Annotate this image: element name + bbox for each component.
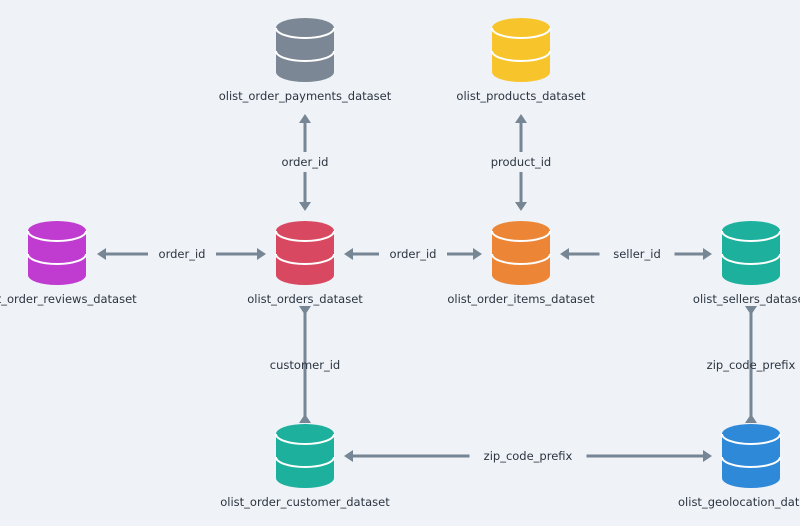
edge-order_items-sellers: seller_id	[560, 247, 712, 261]
arrow-head-icon	[515, 114, 527, 123]
node-label: olist_order_items_dataset	[447, 292, 595, 306]
database-icon	[721, 424, 781, 488]
database-icon	[721, 221, 781, 285]
edge-order_items-products: product_id	[491, 114, 551, 211]
node-label: olist_geolocation_dataset	[678, 495, 800, 509]
node-products[interactable]: olist_products_dataset	[456, 18, 586, 103]
database-icon	[27, 221, 87, 285]
edge-orders-customers: customer_id	[270, 306, 340, 423]
arrow-head-icon	[745, 306, 757, 315]
node-order_items[interactable]: olist_order_items_dataset	[447, 221, 595, 306]
node-label: olist_sellers_dataset	[693, 292, 800, 306]
node-customers[interactable]: olist_order_customer_dataset	[220, 424, 390, 509]
database-icon	[491, 221, 551, 285]
edge-label: product_id	[491, 155, 551, 169]
arrow-head-icon	[299, 202, 311, 211]
database-icon	[275, 424, 335, 488]
node-reviews[interactable]: olist_order_reviews_dataset	[0, 221, 137, 306]
edge-label: zip_code_prefix	[484, 449, 573, 463]
edge-label: order_id	[390, 247, 437, 261]
arrow-head-icon	[344, 248, 353, 260]
node-label: olist_order_payments_dataset	[219, 89, 392, 103]
node-label: olist_orders_dataset	[247, 292, 363, 306]
arrow-head-icon	[703, 248, 712, 260]
database-icon	[491, 18, 551, 82]
edge-label: order_id	[159, 247, 206, 261]
arrow-head-icon	[560, 248, 569, 260]
arrow-head-icon	[299, 114, 311, 123]
arrow-head-icon	[515, 202, 527, 211]
node-geolocation[interactable]: olist_geolocation_dataset	[678, 424, 800, 509]
edge-label: order_id	[282, 155, 329, 169]
database-icon	[275, 221, 335, 285]
arrow-head-icon	[97, 248, 106, 260]
node-label: olist_products_dataset	[456, 89, 586, 103]
edge-orders-payments: order_id	[282, 114, 329, 211]
edge-label: seller_id	[613, 247, 661, 261]
edge-customers-geolocation: zip_code_prefix	[344, 449, 712, 463]
arrow-head-icon	[473, 248, 482, 260]
nodes-layer: olist_order_payments_dataset olist_produc…	[0, 18, 800, 509]
node-label: olist_order_reviews_dataset	[0, 292, 137, 306]
edge-orders-order_items: order_id	[344, 247, 482, 261]
edge-reviews-orders: order_id	[97, 247, 266, 261]
node-label: olist_order_customer_dataset	[220, 495, 390, 509]
edge-sellers-geolocation: zip_code_prefix	[707, 306, 796, 423]
arrow-head-icon	[257, 248, 266, 260]
arrow-head-icon	[703, 450, 712, 462]
arrow-head-icon	[299, 414, 311, 423]
arrow-head-icon	[299, 306, 311, 315]
node-orders[interactable]: olist_orders_dataset	[247, 221, 363, 306]
node-sellers[interactable]: olist_sellers_dataset	[693, 221, 800, 306]
edge-label: customer_id	[270, 358, 340, 372]
node-payments[interactable]: olist_order_payments_dataset	[219, 18, 392, 103]
database-icon	[275, 18, 335, 82]
arrow-head-icon	[745, 414, 757, 423]
edge-label: zip_code_prefix	[707, 358, 796, 372]
arrow-head-icon	[344, 450, 353, 462]
